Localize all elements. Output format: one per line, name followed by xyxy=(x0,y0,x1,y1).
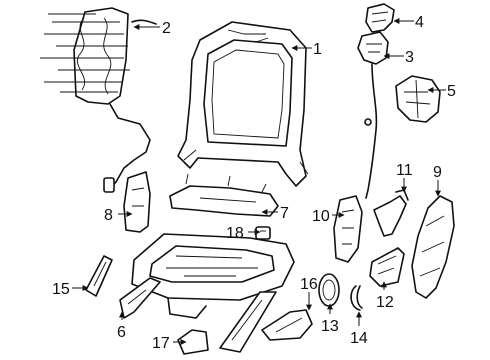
callout-5: 5 xyxy=(447,83,456,100)
part-11-handle xyxy=(373,189,409,237)
part-2-lumbar-wire-assembly xyxy=(40,7,157,193)
part-16-bracket xyxy=(261,309,313,341)
callout-17: 17 xyxy=(152,335,170,352)
callout-12: 12 xyxy=(376,294,394,311)
part-7-cross-member xyxy=(169,173,279,217)
callout-18: 18 xyxy=(226,225,244,242)
part-18-clip xyxy=(255,226,271,240)
callout-4: 4 xyxy=(415,14,424,31)
part-15-trim-strip xyxy=(85,255,113,297)
part-17-bracket xyxy=(177,329,209,355)
callout-3: 3 xyxy=(405,49,414,66)
callout-16: 16 xyxy=(300,276,318,293)
callout-8: 8 xyxy=(104,207,113,224)
part-3-recliner-bracket xyxy=(357,31,389,199)
part-10-side-panel xyxy=(333,195,363,263)
callout-7: 7 xyxy=(280,205,289,222)
callout-6: 6 xyxy=(117,324,126,341)
seat-track-right xyxy=(219,291,277,353)
seat-cushion-frame xyxy=(131,233,295,319)
callout-11: 11 xyxy=(396,162,413,179)
callout-9: 9 xyxy=(433,164,442,181)
callout-10: 10 xyxy=(312,208,330,225)
callout-14: 14 xyxy=(350,330,368,347)
part-1-seat-back-frame xyxy=(177,21,309,187)
part-4-cover xyxy=(365,3,395,33)
part-5-bracket xyxy=(395,75,441,123)
callout-labels: 1 2 3 4 5 6 7 8 9 10 11 12 13 14 15 16 1… xyxy=(52,14,456,352)
part-8-side-panel xyxy=(123,171,151,233)
part-14-clip xyxy=(350,285,363,311)
part-9-outer-shield xyxy=(411,195,455,299)
leader-lines xyxy=(72,18,446,345)
part-13-knob xyxy=(318,273,340,307)
callout-15: 15 xyxy=(52,281,70,298)
part-12-switch-bracket xyxy=(369,247,405,287)
callout-13: 13 xyxy=(321,318,339,335)
callout-1: 1 xyxy=(313,41,322,58)
callout-2: 2 xyxy=(162,20,171,37)
